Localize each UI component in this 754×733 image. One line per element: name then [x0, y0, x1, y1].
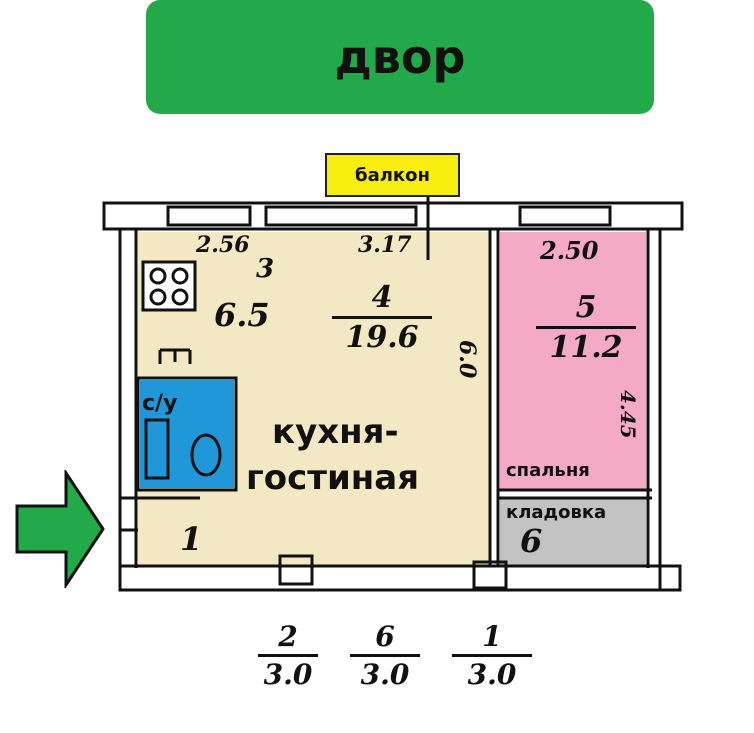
- footer-fraction-bottom: 3.0: [467, 658, 517, 691]
- dim-vert-mid: 6.0: [454, 340, 480, 379]
- kitchen-living-label-1: кухня-: [272, 412, 399, 452]
- bedroom-area: 11.2: [549, 330, 623, 365]
- dim-top-right: 2.50: [540, 236, 599, 265]
- kitchen-living-number: 4: [371, 280, 393, 315]
- kitchen-living-fraction: 4 19.6: [332, 280, 432, 355]
- fraction-line: [350, 654, 420, 657]
- fraction-line: [452, 654, 532, 657]
- footer-fraction-top: 2: [278, 620, 298, 653]
- bathtub-icon: [144, 418, 222, 480]
- bedroom-label: спальня: [506, 460, 590, 481]
- bedroom-fraction: 5 11.2: [536, 290, 636, 365]
- fraction-line: [258, 654, 318, 657]
- bedroom-number: 5: [575, 290, 597, 325]
- storage-label: кладовка: [506, 502, 607, 523]
- stove-icon: [141, 260, 197, 312]
- kitchen-corner-number: 3: [256, 254, 275, 284]
- footer-fraction-bottom: 3.0: [263, 658, 313, 691]
- fraction-line: [536, 326, 636, 329]
- dim-vert-right: 4.45: [616, 390, 640, 439]
- dim-top-left: 2.56: [196, 232, 250, 258]
- balcony-label-text: балкон: [355, 164, 430, 186]
- bedroom-fill: [500, 232, 646, 490]
- bathroom-fill: [140, 380, 234, 488]
- arrow-right-icon: [15, 470, 105, 588]
- footer-fraction-2: 6 3.0: [350, 620, 420, 691]
- walls: [102, 201, 684, 592]
- footer-fraction-bottom: 3.0: [360, 658, 410, 691]
- courtyard-label: двор: [334, 30, 466, 84]
- kitchen-corner-area: 6.5: [214, 296, 270, 334]
- footer-fraction-top: 6: [375, 620, 395, 653]
- footer-fraction-top: 1: [482, 620, 502, 653]
- dim-top-mid: 3.17: [358, 232, 412, 258]
- hall-number: 1: [180, 520, 203, 558]
- storage-number: 6: [520, 522, 543, 560]
- footer-fraction-3: 1 3.0: [452, 620, 532, 691]
- balcony-label: балкон: [325, 153, 460, 197]
- courtyard-banner: двор: [146, 0, 654, 114]
- sink-icon: [158, 348, 192, 364]
- footer-fraction-1: 2 3.0: [258, 620, 318, 691]
- kitchen-living-area: 19.6: [345, 320, 419, 355]
- bathroom-label: с/у: [142, 391, 178, 416]
- fraction-line: [332, 316, 432, 319]
- storage-fill: [500, 498, 646, 566]
- kitchen-living-label-2: гостиная: [246, 458, 420, 498]
